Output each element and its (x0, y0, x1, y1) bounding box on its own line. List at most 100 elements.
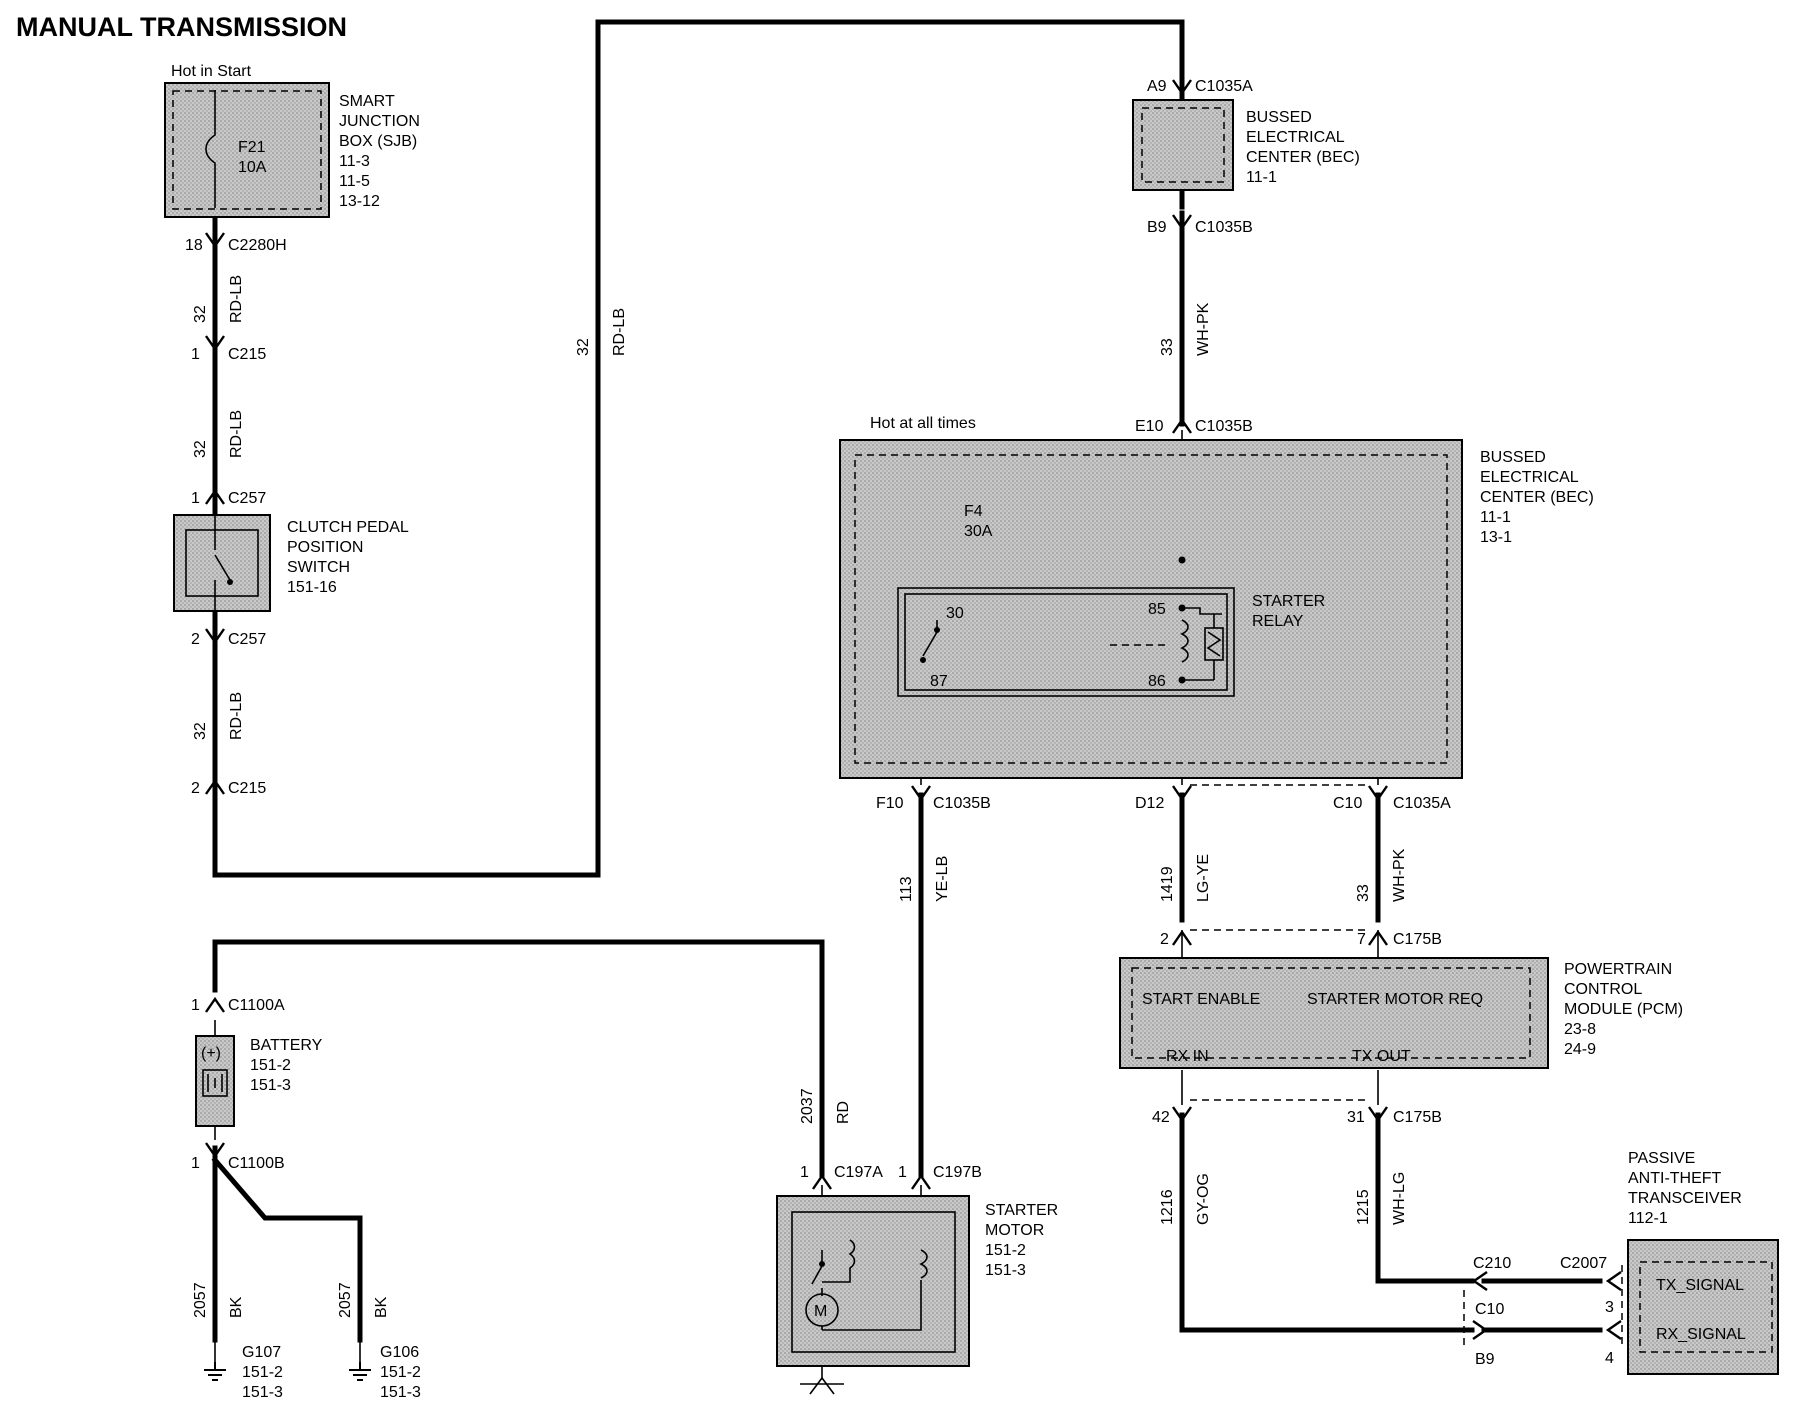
sjb-ref-3: 13-12 (339, 193, 380, 210)
c175b-bot-label: C175B (1393, 1109, 1442, 1126)
c197b-label: C197B (933, 1164, 982, 1181)
wire-4-color: RD-LB (611, 308, 628, 356)
powertrain-control-module: START ENABLE STARTER MOTOR REQ RX IN TX … (1119, 929, 1683, 1101)
c1100a-label: C1100A (228, 997, 285, 1014)
wire-6-number: 113 (898, 876, 915, 902)
wire-1-number: 32 (192, 305, 209, 323)
wire-3-number: 32 (192, 722, 209, 740)
g106-ref-1: 151-2 (380, 1364, 421, 1381)
f10-pin: F10 (876, 795, 904, 812)
bec-main-name-1: BUSSED (1480, 449, 1546, 466)
b9-pin: B9 (1147, 219, 1167, 236)
bec-top-ref: 11-1 (1246, 169, 1277, 186)
c1100a-pin: 1 (191, 997, 200, 1014)
c197a-label: C197A (834, 1164, 883, 1181)
wire-2-color: RD-LB (228, 410, 245, 458)
bec-top-name-2: ELECTRICAL (1246, 129, 1345, 146)
f10-label: C1035B (933, 795, 991, 812)
wire-7-number: 1419 (1159, 866, 1176, 902)
c215a-pin: 1 (191, 346, 200, 363)
sjb-hot-label: Hot in Start (171, 63, 252, 80)
pcm-name-3: MODULE (PCM) (1564, 1001, 1683, 1018)
c2280h-pin: 18 (185, 237, 203, 254)
pcm-ref-2: 24-9 (1564, 1041, 1596, 1058)
relay-pin-87: 87 (930, 673, 948, 690)
pats-ref: 112-1 (1628, 1210, 1668, 1227)
wire-12-color: BK (228, 1296, 245, 1318)
wire-8-number: 33 (1355, 884, 1372, 902)
wire-8-color: WH-PK (1391, 848, 1408, 902)
relay-name-2: RELAY (1252, 613, 1304, 630)
bec-main-fuse-rating: 30A (964, 523, 993, 540)
c175b-top-label: C175B (1393, 931, 1442, 948)
c257a-label: C257 (228, 490, 266, 507)
sjb-fuse-id: F21 (238, 139, 266, 156)
c175b-pin-2: 2 (1160, 931, 1169, 948)
bec-main-ref-2: 13-1 (1480, 529, 1512, 546)
clutch-name-3: SWITCH (287, 559, 350, 576)
bec-main-fuse-id: F4 (964, 503, 983, 520)
wire-9-color: GY-OG (1195, 1173, 1212, 1225)
c257b-label: C257 (228, 631, 266, 648)
wire-10-number: 1215 (1355, 1189, 1372, 1225)
clutch-pedal-position-switch: CLUTCH PEDAL POSITION SWITCH 151-16 (173, 514, 409, 612)
starter-ref-1: 151-2 (985, 1242, 1026, 1259)
connectors: 18 C2280H 1 C215 1 C257 2 C257 2 C215 A9… (185, 78, 1623, 1368)
wire-7-color: LG-YE (1195, 854, 1212, 902)
page-title: MANUAL TRANSMISSION (16, 12, 347, 42)
pcm-start-enable: START ENABLE (1142, 991, 1260, 1008)
wire-5-number: 33 (1159, 338, 1176, 356)
relay-pin-85: 85 (1148, 601, 1166, 618)
wire-12-number: 2057 (192, 1282, 209, 1318)
clutch-name-1: CLUTCH PEDAL (287, 519, 409, 536)
a9-pin: A9 (1147, 78, 1167, 95)
pcm-ref-1: 23-8 (1564, 1021, 1596, 1038)
c1035a-top-label: C1035A (1195, 78, 1253, 95)
passive-anti-theft-transceiver: TX_SIGNAL RX_SIGNAL PASSIVE ANTI-THEFT T… (1463, 1150, 1779, 1375)
e10-label: C1035B (1195, 418, 1253, 435)
c215b-label: C215 (228, 780, 266, 797)
wire-labels: 32 RD-LB 32 RD-LB 32 RD-LB 32 RD-LB 33 W… (192, 275, 1408, 1318)
battery-ref-2: 151-3 (250, 1077, 291, 1094)
c10a-pin: C10 (1333, 795, 1362, 812)
sjb-name-3: BOX (SJB) (339, 133, 417, 150)
smart-junction-box: Hot in Start F21 10A SMART JUNCTION BOX … (164, 63, 420, 218)
battery-plus: (+) (201, 1045, 221, 1062)
sjb-name-2: JUNCTION (339, 113, 420, 130)
starter-motor: M STARTER MOTOR 151-2 151-3 (776, 1195, 1058, 1395)
pats-rx-signal: RX_SIGNAL (1656, 1326, 1746, 1343)
c1100b-pin: 1 (191, 1155, 200, 1172)
c10a-label: C1035A (1393, 795, 1451, 812)
c10-label: C10 (1475, 1301, 1504, 1318)
wire-4-number: 32 (575, 338, 592, 356)
wire-11-color: RD (835, 1101, 852, 1124)
bec-main-ref-1: 11-1 (1480, 509, 1511, 526)
c2007-pin-4: 4 (1605, 1350, 1614, 1367)
starter-name-1: STARTER (985, 1202, 1058, 1219)
clutch-name-2: POSITION (287, 539, 363, 556)
c197b-pin: 1 (898, 1164, 907, 1181)
starter-ref-2: 151-3 (985, 1262, 1026, 1279)
starter-name-2: MOTOR (985, 1222, 1044, 1239)
c197a-pin: 1 (800, 1164, 809, 1181)
battery: (+) BATTERY 151-2 151-3 (195, 1020, 323, 1140)
pats-name-3: TRANSCEIVER (1628, 1190, 1742, 1207)
c257b-pin: 2 (191, 631, 200, 648)
wire-6-color: YE-LB (934, 856, 951, 902)
c2280h-label: C2280H (228, 237, 287, 254)
wire-3-color: RD-LB (228, 692, 245, 740)
bec-main-hot-label: Hot at all times (870, 415, 976, 432)
sjb-fuse-rating: 10A (238, 159, 267, 176)
b9-label: B9 (1475, 1351, 1495, 1368)
c1035b-top-label: C1035B (1195, 219, 1253, 236)
wire-13-color: BK (373, 1296, 390, 1318)
clutch-ref: 151-16 (287, 579, 337, 596)
relay-pin-30: 30 (946, 605, 964, 622)
bec-top-name-3: CENTER (BEC) (1246, 149, 1360, 166)
wire-11-number: 2037 (799, 1088, 816, 1124)
sjb-ref-1: 11-3 (339, 153, 370, 170)
e10-pin: E10 (1135, 418, 1164, 435)
motor-symbol: M (814, 1303, 827, 1320)
grounds: G107 151-2 151-3 G106 151-2 151-3 (203, 1344, 421, 1401)
g106-label: G106 (380, 1344, 419, 1361)
